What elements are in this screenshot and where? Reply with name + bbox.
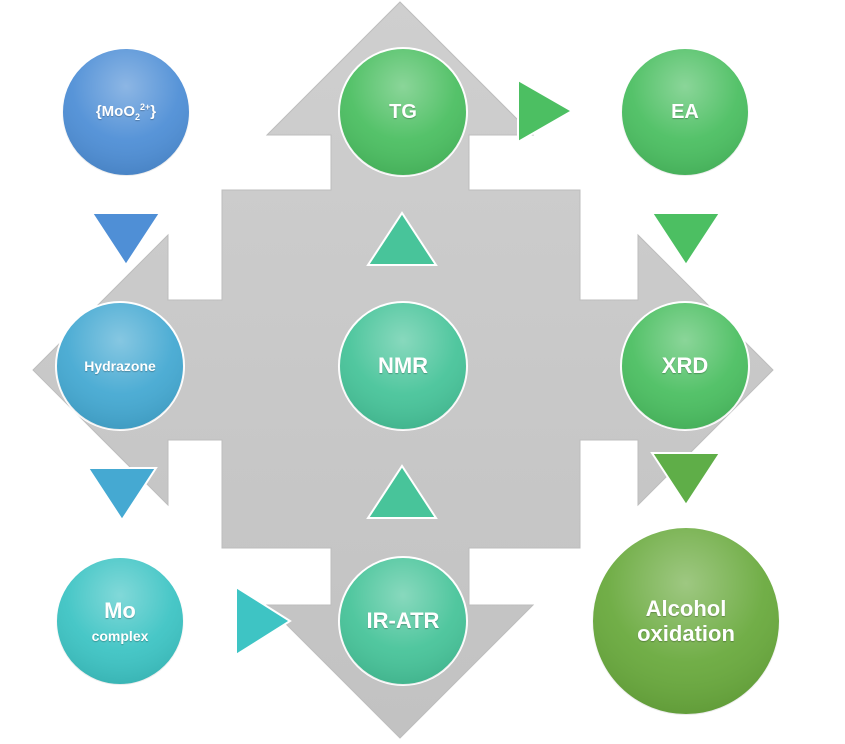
arrow-right-icon — [517, 78, 575, 144]
arrow-down-icon — [650, 212, 722, 267]
node-tg-circle — [338, 47, 468, 177]
node-alcohol-oxidation-circle — [591, 526, 781, 716]
arrow-down-icon — [90, 212, 162, 267]
arrow-right-icon — [235, 585, 292, 657]
node-moo2-circle — [61, 47, 191, 177]
node-hydrazone-circle — [55, 301, 185, 431]
arrow-down-icon — [650, 452, 722, 507]
arrow-up-icon — [366, 211, 438, 266]
node-iratr-circle — [338, 556, 468, 686]
node-ea-circle — [620, 47, 750, 177]
node-xrd-circle — [620, 301, 750, 431]
arrow-up-icon — [366, 464, 438, 519]
node-mo-complex-circle — [55, 556, 185, 686]
node-nmr-circle — [338, 301, 468, 431]
arrow-down-icon — [86, 467, 158, 522]
